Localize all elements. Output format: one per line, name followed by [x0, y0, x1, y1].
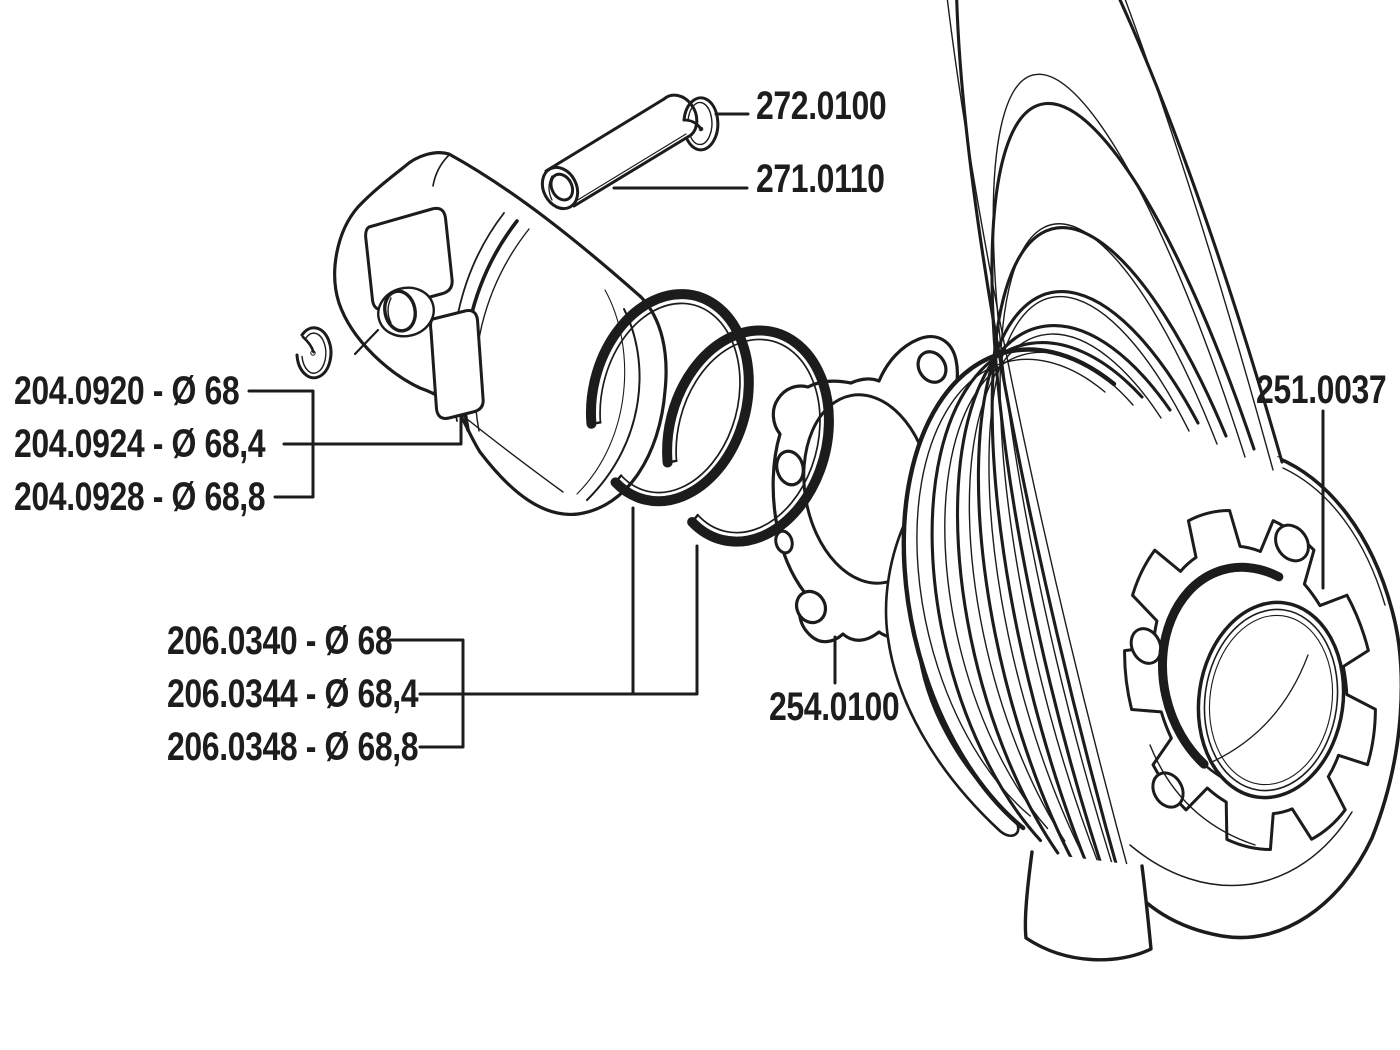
cylinder-drawing: [884, 0, 1400, 962]
piston-window-lower: [429, 309, 485, 420]
cylinder-spigot: [1023, 850, 1153, 962]
part-label-circlip: 272.0100: [756, 84, 887, 128]
piston-window-upper: [364, 206, 454, 312]
part-label-piston-size-688: 204.0928 - Ø 68,8: [14, 475, 266, 519]
circlip-left-drawing: [295, 326, 333, 380]
part-label-piston-pin: 271.0110: [756, 157, 885, 201]
piston-ring-2-drawing: [662, 325, 834, 547]
piston-pin-bore: [383, 289, 417, 333]
part-label-ring-size-688: 206.0348 - Ø 68,8: [167, 725, 419, 769]
part-label-piston-size-684: 204.0924 - Ø 68,4: [14, 422, 266, 466]
cooling-fins: [901, 0, 1284, 905]
piston-drawing: [333, 151, 668, 517]
part-label-ring-size-684: 206.0344 - Ø 68,4: [167, 672, 419, 716]
part-label-ring-size-68: 206.0340 - Ø 68: [167, 619, 393, 663]
circlip-top-drawing: [682, 96, 720, 152]
leader-rings-bracket: [388, 506, 699, 749]
leader-piston-bracket: [247, 389, 463, 499]
part-label-piston-size-68: 204.0920 - Ø 68: [14, 369, 240, 413]
part-label-o-ring: 251.0037: [1256, 368, 1387, 412]
cylinder-face-edge: [1120, 456, 1400, 940]
part-label-base-gasket: 254.0100: [769, 685, 900, 729]
piston-pin-drawing: [540, 93, 699, 211]
leader-lines: [247, 112, 1325, 749]
piston-ring-1-drawing: [586, 289, 754, 507]
